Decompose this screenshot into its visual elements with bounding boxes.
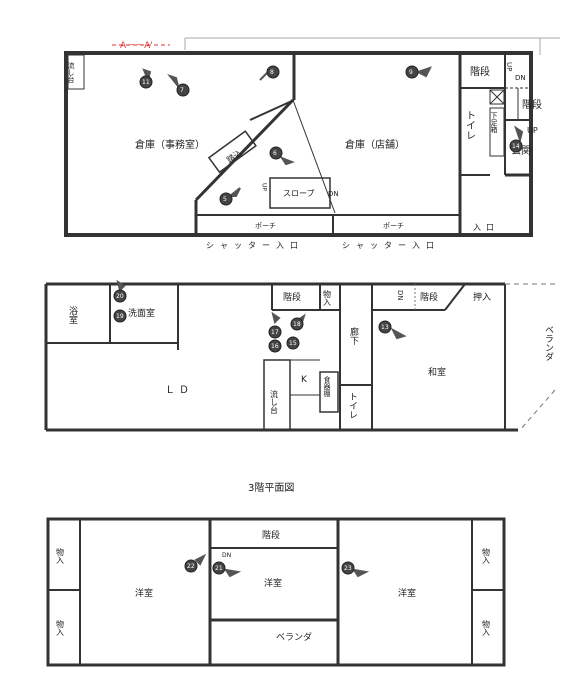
slope-label: スロープ [283,189,315,198]
svg-text:17: 17 [271,329,279,336]
floor-1-plan: A－－A' 流し台 [64,37,560,250]
svg-text:14: 14 [512,143,520,150]
warehouse-office-label: 倉庫（事務室） [135,138,205,151]
porch1-label: ポーチ [255,222,276,230]
stairs2-label-2f: 階段 [420,291,438,303]
svg-text:16: 16 [271,343,279,350]
stairs-label: 階段 [470,65,490,78]
camera-marker-21: 21 [212,561,242,578]
camera-marker-16: 16 [268,339,282,353]
svg-text:18: 18 [293,321,301,328]
camera-marker-17: 17 [268,311,282,339]
toilet-label: トイレ [464,110,476,140]
veranda-label-2f: ベランダ [543,325,554,361]
storage-bl-label: 物入 [56,619,65,636]
entrance-label: 入口 [473,223,499,232]
fumikomi-label: 踏込 [225,147,244,164]
sink-label: 流し台 [67,61,75,84]
corridor-label: 廊下 [348,326,359,346]
stairs-label-2f: 階段 [283,291,301,303]
camera-marker-5: 5 [219,187,241,206]
svg-text:8: 8 [270,69,274,76]
dn2-label: DN [328,190,339,198]
storage-tl-label: 物入 [56,547,65,564]
section-ref-label: A－－A' [120,41,153,51]
camera-marker-6: 6 [269,146,295,166]
shutter1-label: シャッター入口 [206,241,304,250]
dn-label-2f: DN [396,290,404,301]
washitsu-label: 和室 [428,366,446,378]
camera-marker-9: 9 [405,65,432,79]
porch2-label: ポーチ [383,222,404,230]
up2-label: UP [527,126,538,135]
storage-tr-label: 物入 [482,547,491,564]
camera-marker-23: 23 [341,561,370,578]
svg-text:21: 21 [215,565,223,572]
dn-label-3f: DN [222,552,231,559]
western-room-center-label: 洋室 [264,577,282,589]
camera-marker-13: 13 [378,320,407,340]
svg-text:9: 9 [409,69,413,76]
camera-marker-15: 15 [286,336,300,350]
camera-marker-19: 19 [113,309,127,323]
svg-text:23: 23 [344,565,352,572]
svg-text:13: 13 [381,324,389,331]
western-room-left-label: 洋室 [135,587,153,599]
up3-label: UP [261,183,268,191]
floor-2-plan: 浴室 洗面室 階段 物入 DN 階段 押入 ベランダ 廊下 和室 ＬＤ K 流し… [44,279,556,432]
svg-text:19: 19 [116,313,124,320]
western-room-right-label: 洋室 [398,587,416,599]
veranda-label-3f: ベランダ [276,631,312,643]
shoe-box-label: 下足箱 [490,112,498,134]
camera-marker-14: 14 [509,125,524,153]
washroom-label: 洗面室 [128,307,155,319]
floor-3-plan: 3階平面図 物入 物入 洋室 階段 DN 洋室 ベランダ 洋室 物入 物入 22… [46,482,506,667]
storage-br-label: 物入 [482,619,491,636]
k-label: K [301,375,308,385]
bath-label: 浴室 [67,306,78,324]
camera-marker-8: 8 [259,65,280,81]
storage-label-2f: 物入 [323,289,332,306]
dn-label: DN [515,74,526,82]
stairs2-label: 階段 [522,98,542,111]
camera-marker-11: 11 [139,68,153,89]
svg-text:7: 7 [180,87,184,94]
camera-marker-22: 22 [184,553,207,573]
sink-label-2f: 流し台 [270,389,279,415]
svg-text:20: 20 [116,293,124,300]
ld-label: ＬＤ [165,385,193,396]
up-label: UP [505,62,513,71]
closet-label-2f: 押入 [473,291,491,303]
camera-marker-20: 20 [113,279,127,303]
stairs-label-3f: 階段 [262,529,280,541]
cupboard-label: 食器棚 [323,375,331,398]
toilet-label-2f: トイレ [347,392,358,419]
svg-text:22: 22 [187,563,195,570]
svg-text:15: 15 [289,340,297,347]
shutter2-label: シャッター入口 [342,241,440,250]
floor3-title: 3階平面図 [248,482,294,494]
warehouse-shop-label: 倉庫（店舗） [345,138,405,151]
svg-text:5: 5 [223,196,227,203]
svg-text:11: 11 [142,79,150,86]
svg-text:6: 6 [273,150,277,157]
camera-marker-7: 7 [167,73,190,97]
camera-marker-18: 18 [290,313,306,331]
